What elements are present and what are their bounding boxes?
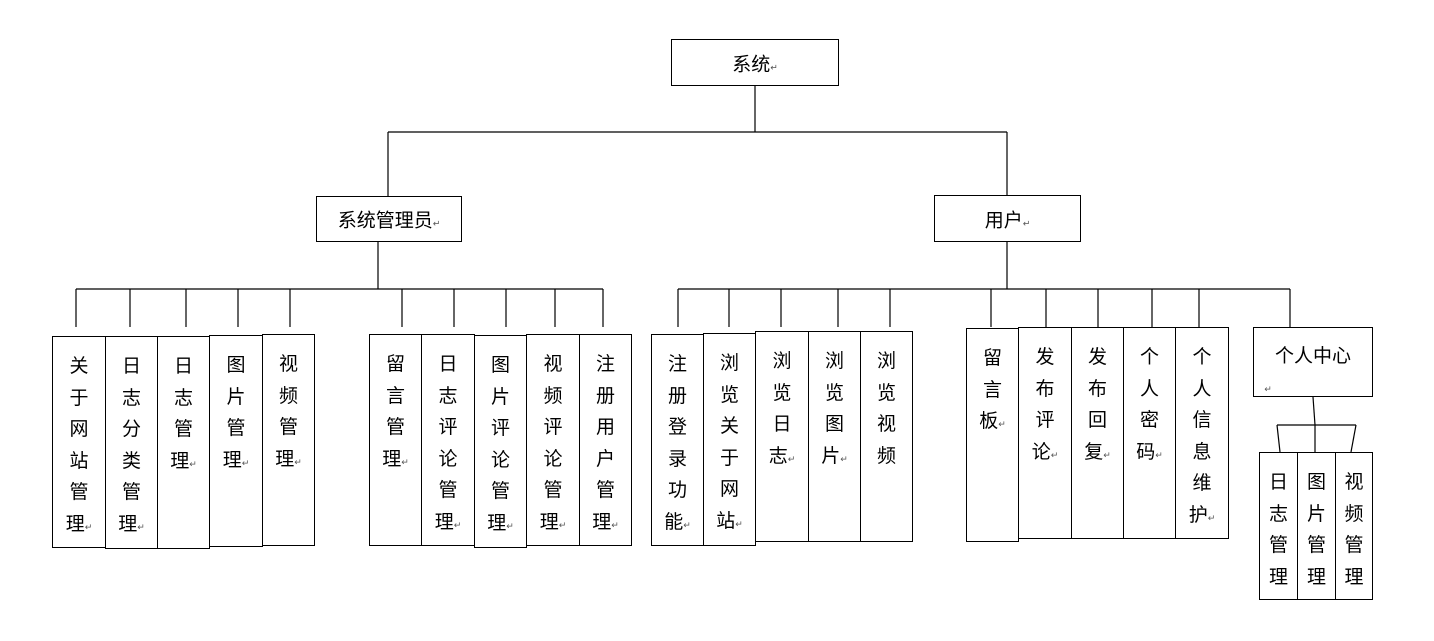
leaf-node-label: 图片评论管理↵: [487, 354, 514, 534]
leaf-node-label: 浏览关于网站↵: [716, 352, 743, 532]
root-node: 系统↵: [671, 39, 839, 86]
leaf-node: 视频评论管理↵: [526, 334, 580, 546]
leaf-node-label: 日志分类管理↵: [118, 355, 145, 535]
leaf-node: 图片评论管理↵: [474, 335, 527, 548]
leaf-node-label: 浏览视频: [876, 350, 896, 467]
root-node-label: 系统↵: [732, 53, 778, 75]
leaf-node: 个人信息维护↵: [1175, 327, 1229, 539]
personal-center-node: 个人中心↵: [1253, 327, 1373, 397]
leaf-node-label: 日志管理: [1268, 471, 1288, 588]
leaf-node-label: 视频评论管理↵: [539, 353, 567, 533]
leaf-node-label: 留言板↵: [979, 347, 1006, 432]
leaf-node-label: 个人信息维护↵: [1188, 346, 1216, 526]
connector-line: [1312, 396, 1316, 426]
leaf-node-label: 日志评论管理↵: [434, 353, 462, 533]
leaf-node: 日志评论管理↵: [421, 334, 475, 546]
personal-center-label: 个人中心↵: [1264, 345, 1351, 395]
branch-node-user: 用户↵: [934, 195, 1081, 242]
leaf-node: 日志管理↵: [157, 336, 210, 549]
leaf-node: 浏览日志↵: [755, 331, 809, 542]
leaf-node-label: 留言管理↵: [382, 353, 409, 470]
leaf-node-label: 视频管理↵: [275, 353, 302, 470]
leaf-node-label: 发布回复↵: [1084, 346, 1111, 463]
leaf-node-label: 图片管理: [1306, 471, 1326, 588]
leaf-node: 图片管理↵: [209, 335, 263, 547]
leaf-node: 浏览图片↵: [808, 331, 861, 542]
leaf-node: 留言管理↵: [369, 334, 422, 546]
leaf-node: 注册登录功能↵: [651, 334, 704, 546]
leaf-node-label: 浏览日志↵: [768, 350, 796, 467]
leaf-node: 视频管理↵: [262, 334, 315, 546]
leaf-node: 发布回复↵: [1071, 327, 1124, 539]
connector-line: [1276, 424, 1281, 453]
leaf-node-label: 个人密码↵: [1136, 346, 1163, 463]
leaf-node: 个人密码↵: [1123, 327, 1176, 539]
branch-node-user-label: 用户↵: [984, 209, 1031, 231]
connector-line: [1350, 424, 1357, 453]
leaf-node-label: 浏览图片↵: [821, 350, 848, 467]
leaf-node: 视频管理: [1335, 452, 1373, 600]
branch-node-admin: 系统管理员↵: [316, 196, 462, 242]
leaf-node-label: 注册登录功能↵: [664, 353, 691, 533]
leaf-node: 日志分类管理↵: [105, 336, 158, 549]
leaf-node: 浏览视频: [860, 331, 913, 542]
branch-node-admin-label: 系统管理员↵: [337, 209, 441, 232]
leaf-node-label: 视频管理: [1344, 471, 1364, 588]
leaf-node: 图片管理: [1297, 452, 1336, 600]
leaf-node: 日志管理: [1259, 452, 1298, 600]
leaf-node: 关于网站管理↵: [52, 336, 106, 548]
leaf-node-label: 图片管理↵: [222, 354, 250, 471]
leaf-node: 浏览关于网站↵: [703, 333, 756, 546]
leaf-node-label: 发布评论↵: [1031, 346, 1059, 463]
leaf-node: 注册用户管理↵: [579, 334, 632, 546]
leaf-node-label: 关于网站管理↵: [65, 355, 93, 535]
leaf-node-label: 注册用户管理↵: [592, 353, 619, 533]
leaf-node-label: 日志管理↵: [170, 355, 197, 472]
leaf-node: 留言板↵: [966, 328, 1019, 542]
leaf-node: 发布评论↵: [1018, 327, 1072, 539]
